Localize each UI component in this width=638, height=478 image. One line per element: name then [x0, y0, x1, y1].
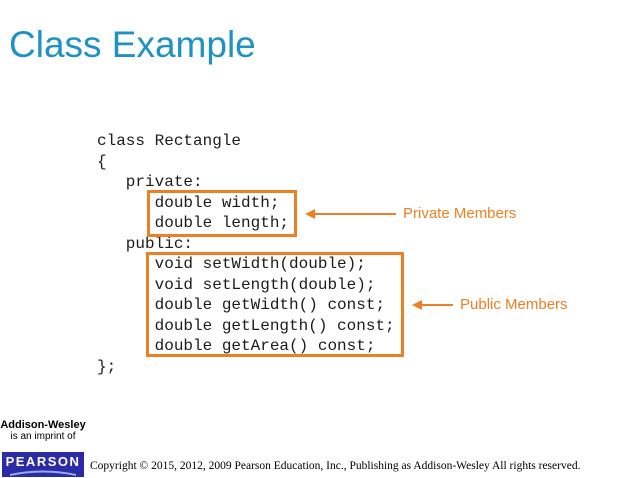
public-members-label: Public Members	[460, 296, 568, 313]
private-arrow-line	[314, 213, 396, 215]
imprint-subtext: is an imprint of	[10, 431, 76, 443]
imprint-publisher: Addison-Wesley	[0, 419, 86, 431]
pearson-logo-text: PEARSON	[5, 454, 81, 469]
page-title: Class Example	[9, 24, 256, 65]
pearson-swoosh-icon	[9, 470, 77, 476]
public-arrow-line	[421, 304, 453, 306]
code-block: class Rectangle { private: double width;…	[97, 132, 395, 376]
pearson-logo: PEARSON	[2, 452, 84, 477]
private-members-box	[147, 190, 297, 237]
imprint-text: Addison-Wesley is an imprint of	[0, 419, 86, 442]
public-members-box	[146, 252, 404, 357]
copyright-text: Copyright © 2015, 2012, 2009 Pearson Edu…	[90, 460, 581, 472]
private-members-label: Private Members	[403, 205, 517, 222]
private-arrow-icon	[305, 209, 315, 219]
public-arrow-icon	[412, 300, 422, 310]
